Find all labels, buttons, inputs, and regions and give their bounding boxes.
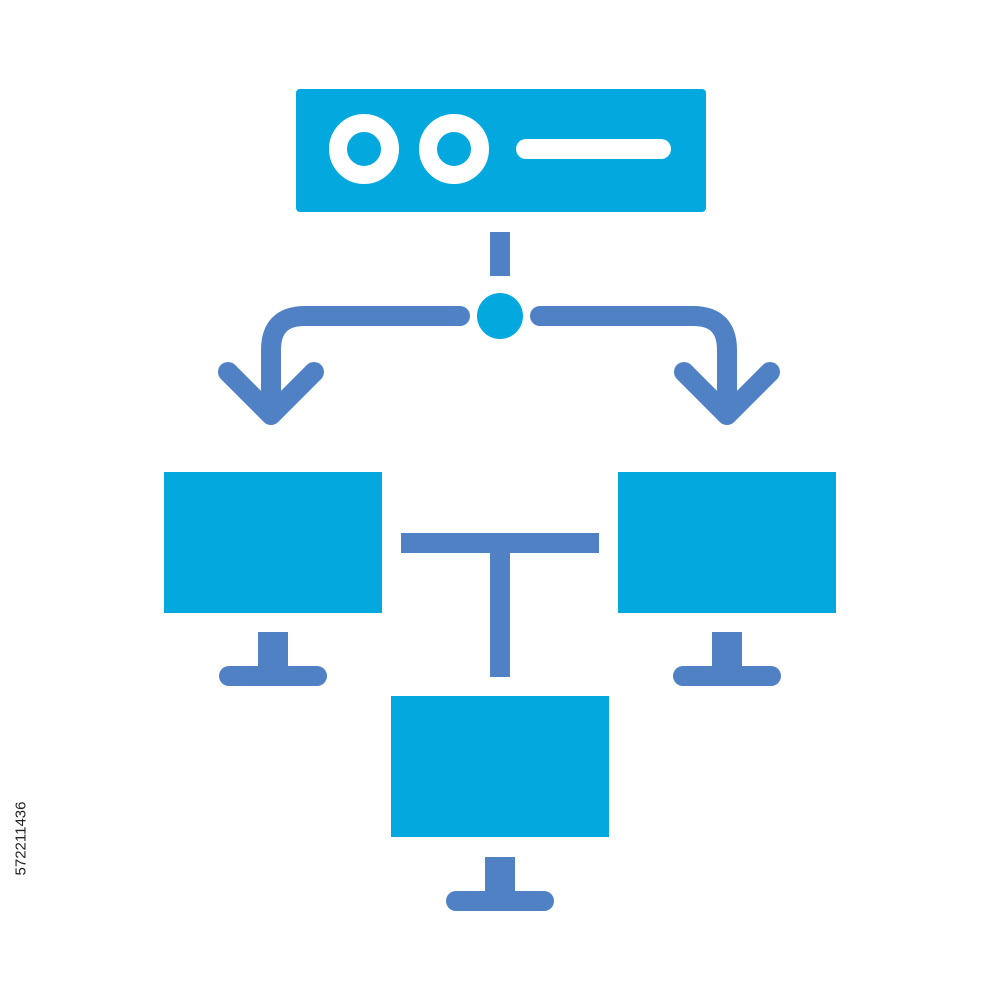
monitor-right-screen	[618, 472, 836, 613]
monitor-left	[164, 472, 382, 686]
connector-node	[477, 293, 523, 339]
server-icon	[296, 89, 706, 212]
monitor-bottom-screen	[391, 696, 609, 837]
monitor-right-neck	[712, 632, 742, 672]
right-arrow	[530, 306, 780, 425]
monitor-right	[618, 472, 836, 686]
left-arrow	[218, 306, 470, 425]
monitor-left-neck	[258, 632, 288, 672]
stock-id-text: 572211436	[12, 801, 30, 875]
monitor-bottom-neck	[485, 857, 515, 897]
server-body	[296, 89, 706, 212]
t-connector	[401, 533, 599, 677]
monitor-bottom	[391, 696, 609, 911]
monitor-left-screen	[164, 472, 382, 613]
server-light-right	[419, 114, 489, 184]
server-light-left	[329, 114, 399, 184]
stock-id-label: 572211436	[4, 768, 38, 908]
